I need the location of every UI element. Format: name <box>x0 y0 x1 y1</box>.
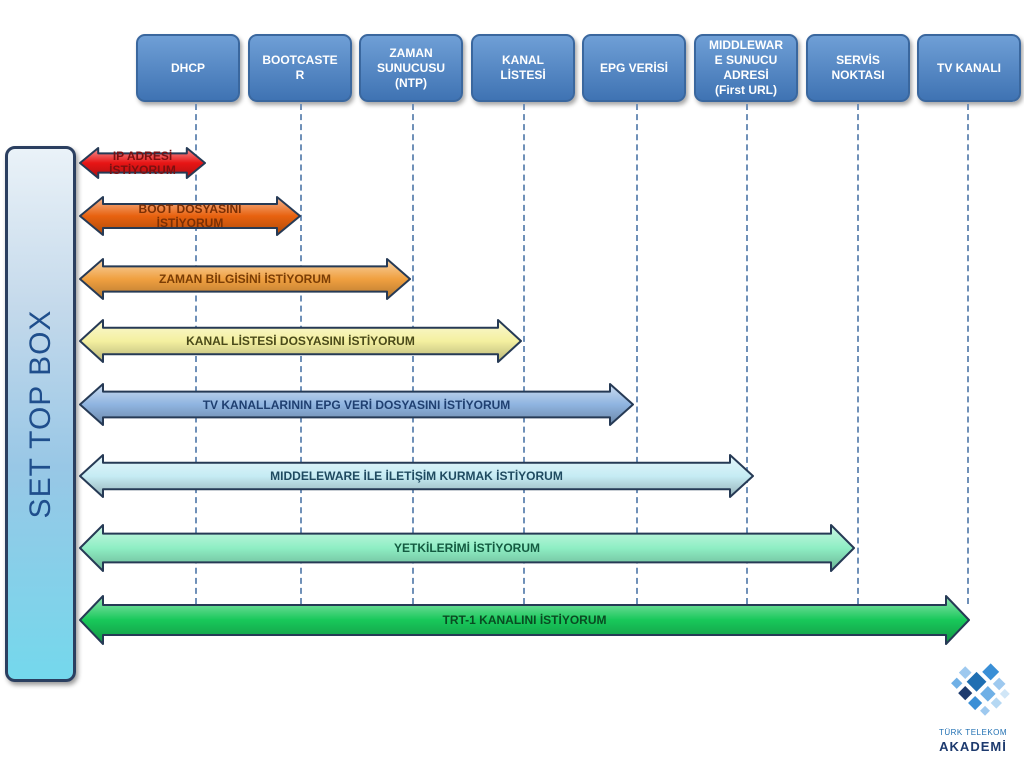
header-zaman-sunucusu: ZAMAN SUNUCUSU (NTP) <box>359 34 463 102</box>
arrow-shape <box>79 196 301 236</box>
lifeline-tv <box>967 104 969 604</box>
lifeline-servis <box>857 104 859 604</box>
header-dhcp-label: DHCP <box>170 60 205 75</box>
arrow-shape <box>79 524 855 572</box>
message-label-yetki: YETKİLERİMİ İSTİYORUM <box>393 541 540 555</box>
message-arrow-kanal: KANAL LİSTESİ DOSYASINI İSTİYORUM <box>79 319 522 363</box>
header-zaman-label: ZAMAN SUNUCUSU (NTP) <box>376 45 445 90</box>
turk-telekom-akademi-logo: TÜRK TELEKOM AKADEMİ <box>930 655 1016 765</box>
header-servis-noktasi: SERVİS NOKTASI <box>806 34 910 102</box>
arrow-shape <box>79 383 634 426</box>
header-kanal-label: KANAL LİSTESİ <box>500 53 546 82</box>
header-epg-verisi: EPG VERİSİ <box>582 34 686 102</box>
header-middleware: MIDDLEWAR E SUNUCU ADRESİ (First URL) <box>694 34 798 102</box>
header-bootcaster-label: BOOTCASTE R <box>262 53 338 82</box>
message-label-ip: IP ADRESİ İSTİYORUM <box>109 149 176 177</box>
arrow-shape <box>79 595 970 645</box>
lifeline-kanal <box>523 104 525 604</box>
header-tv-label: TV KANALI <box>937 60 1001 75</box>
message-label-boot: BOOT DOSYASINI İSTİYORUM <box>138 202 242 230</box>
arrow-shape <box>79 454 754 498</box>
logo-mark-icon <box>951 663 1010 716</box>
message-label-zaman: ZAMAN BİLGİSİNİ İSTİYORUM <box>159 272 331 286</box>
lifeline-epg <box>636 104 638 604</box>
logo-text-turk-telekom: TÜRK TELEKOM <box>938 728 1008 737</box>
message-arrow-trt1: TRT-1 KANALINI İSTİYORUM <box>79 595 970 645</box>
arrow-shape <box>79 258 411 300</box>
arrow-shape <box>79 319 522 363</box>
lifeline-middleware <box>746 104 748 604</box>
message-arrow-middleware: MIDDELEWARE İLE İLETİŞİM KURMAK İSTİYORU… <box>79 454 754 498</box>
message-arrow-ip: IP ADRESİ İSTİYORUM <box>79 147 206 179</box>
header-epg-label: EPG VERİSİ <box>599 60 669 75</box>
set-top-box-label: SET TOP BOX <box>23 309 57 519</box>
message-label-epg: TV KANALLARININ EPG VERİ DOSYASINI İSTİY… <box>202 397 511 412</box>
set-top-box: SET TOP BOX <box>5 146 76 682</box>
message-arrow-boot: BOOT DOSYASINI İSTİYORUM <box>79 196 301 236</box>
header-kanal-listesi: KANAL LİSTESİ <box>471 34 575 102</box>
message-label-trt1: TRT-1 KANALINI İSTİYORUM <box>442 613 607 627</box>
message-arrow-zaman: ZAMAN BİLGİSİNİ İSTİYORUM <box>79 258 411 300</box>
logo-text-akademi: AKADEMİ <box>939 739 1007 754</box>
message-label-middleware: MIDDELEWARE İLE İLETİŞİM KURMAK İSTİYORU… <box>270 469 563 483</box>
header-middleware-label: MIDDLEWAR E SUNUCU ADRESİ (First URL) <box>709 38 783 97</box>
message-arrow-epg: TV KANALLARININ EPG VERİ DOSYASINI İSTİY… <box>79 383 634 426</box>
arrow-shape <box>79 147 206 179</box>
header-tv-kanali: TV KANALI <box>917 34 1021 102</box>
header-servis-label: SERVİS NOKTASI <box>831 53 885 82</box>
message-label-kanal: KANAL LİSTESİ DOSYASINI İSTİYORUM <box>186 334 415 348</box>
message-arrow-yetki: YETKİLERİMİ İSTİYORUM <box>79 524 855 572</box>
header-bootcaster: BOOTCASTE R <box>248 34 352 102</box>
header-dhcp: DHCP <box>136 34 240 102</box>
